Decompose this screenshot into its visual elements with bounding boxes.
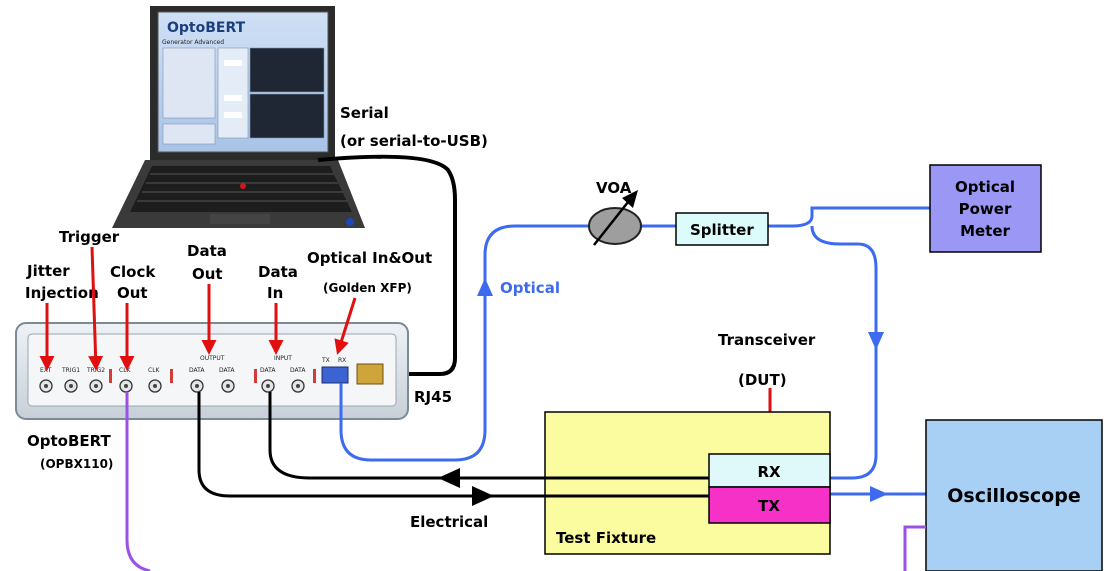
data-out-label: Data — [187, 242, 227, 260]
clock-label: Clock — [110, 263, 156, 281]
clock-out-label: Out — [117, 284, 148, 302]
golden-xfp-label: (Golden XFP) — [323, 281, 412, 295]
panel-ext-label: EXT — [40, 367, 52, 374]
splitter-box — [675, 212, 769, 246]
panel-data-in-bar-label: DATA — [290, 367, 306, 374]
optical-label: Optical — [500, 279, 560, 297]
panel-rx-label: RX — [338, 357, 346, 364]
optobert-name: OptoBERT — [27, 432, 112, 450]
jitter-label: Jitter — [26, 262, 70, 280]
oscilloscope-box — [925, 419, 1103, 571]
panel-clk-bar-label: CLK — [148, 367, 161, 374]
injection-label: Injection — [25, 284, 99, 302]
voa-label: VOA — [596, 179, 632, 197]
optobert-instrument: EXT TRIG1 TRIG2 CLK CLK OUTPUT DATA DATA… — [15, 322, 409, 420]
power-meter-label-3: Meter — [960, 222, 1010, 240]
xfp-port — [321, 366, 349, 384]
panel-trig1-label: TRIG1 — [61, 367, 80, 374]
electrical-label: Electrical — [410, 513, 488, 531]
power-meter-label-1: Optical — [955, 178, 1015, 196]
rj45-label: RJ45 — [414, 388, 452, 406]
trigger-label: Trigger — [59, 228, 120, 246]
splitter-label: Splitter — [690, 221, 754, 239]
tx-to-scope-arrow — [870, 486, 888, 502]
transceiver-label: Transceiver — [718, 331, 816, 349]
panel-data-in-label: DATA — [260, 367, 276, 374]
optical-inout-label: Optical In&Out — [307, 249, 432, 267]
serial-label: Serial — [340, 104, 389, 122]
laptop-illustration: OptoBERT Generator Advanced — [112, 6, 365, 228]
laptop-screen-title: OptoBERT — [167, 20, 246, 36]
electrical-arrow-to-datain — [438, 468, 460, 488]
panel-trig2-label: TRIG2 — [86, 367, 105, 374]
rx-box — [708, 453, 831, 488]
panel-data-out-label: DATA — [189, 367, 205, 374]
tx-label: TX — [758, 497, 780, 515]
data-in-label: Data — [258, 263, 298, 281]
rj45-port — [356, 363, 384, 385]
dut-label: (DUT) — [738, 371, 787, 389]
panel-output-label: OUTPUT — [200, 355, 225, 362]
power-meter-box — [929, 164, 1042, 253]
optical-down-arrow — [868, 332, 884, 350]
power-meter-label-2: Power — [959, 200, 1012, 218]
panel-clk-label: CLK — [119, 367, 132, 374]
rx-label: RX — [757, 463, 781, 481]
laptop-screen-tabs: Generator Advanced — [162, 39, 224, 46]
clock-out-line — [125, 392, 151, 571]
voa-component — [588, 190, 642, 246]
optical-fiber — [339, 206, 930, 480]
electrical-lines — [197, 392, 709, 498]
data-out-out-label: Out — [192, 265, 223, 283]
optical-up-arrow — [477, 278, 493, 296]
scope-purple-line — [903, 525, 926, 571]
panel-tx-label: TX — [321, 357, 330, 364]
serial-cable — [317, 154, 457, 376]
data-in-in-label: In — [267, 284, 283, 302]
oscilloscope-label: Oscilloscope — [947, 485, 1080, 507]
tx-box — [708, 486, 831, 524]
panel-input-label: INPUT — [274, 355, 292, 362]
test-fixture-label: Test Fixture — [556, 529, 656, 547]
serial-usb-label: (or serial-to-USB) — [340, 132, 488, 150]
optobert-model: (OPBX110) — [40, 457, 113, 471]
electrical-arrow-to-tx — [472, 486, 494, 506]
panel-data-out-bar-label: DATA — [219, 367, 235, 374]
